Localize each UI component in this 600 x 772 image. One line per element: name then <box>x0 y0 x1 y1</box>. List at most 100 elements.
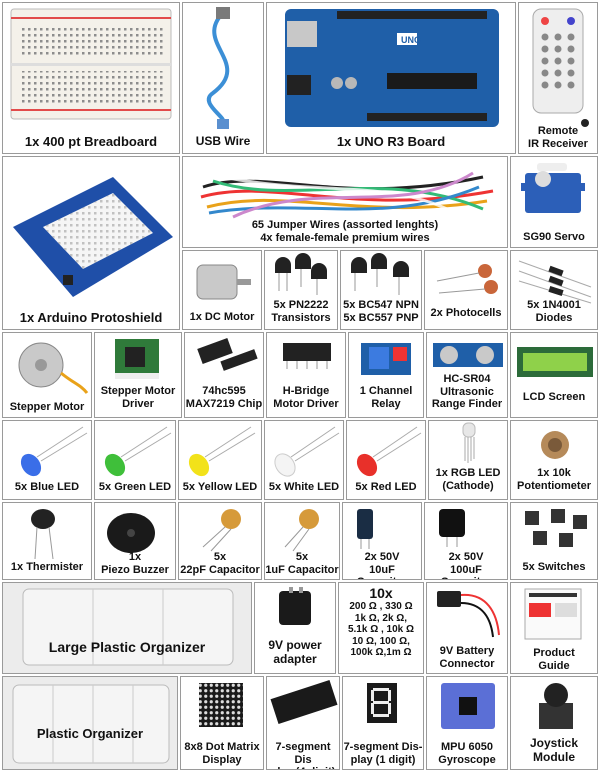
pn2222-cell: 5x PN2222 Transistors <box>264 250 338 330</box>
uno-chip-text: UNO <box>401 35 421 45</box>
cap-22pf-cell: 5x 22pF Capacitor <box>178 502 262 580</box>
thermister-image <box>31 509 55 560</box>
jumper-wires-cell: 65 Jumper Wires (assorted lenghts) 4x fe… <box>182 156 508 248</box>
potentiometer-label: 1x 10k Potentiometer <box>517 467 591 492</box>
large-organizer-label: Large Plastic Organizer <box>48 639 206 655</box>
photocells-label: 2x Photocells <box>430 307 502 319</box>
stepper-motor-cell: Stepper Motor <box>2 332 92 418</box>
breadboard-image <box>10 8 172 120</box>
bc547-cell: 5x BC547 NPN 5x BC557 PNP <box>340 250 422 330</box>
bc547-label: 5x BC547 NPN 5x BC557 PNP <box>343 299 419 324</box>
resistors-count: 10x <box>369 585 393 601</box>
pn2222-image <box>275 253 327 295</box>
cap-10uf-image <box>357 509 373 549</box>
red-led-label: 5x Red LED <box>355 481 417 493</box>
product-guide-image <box>524 588 582 640</box>
piezo-cell: 1x Piezo Buzzer <box>94 502 176 580</box>
breadboard-label: 1x 400 pt Breadboard <box>24 134 158 149</box>
stepper-driver-cell: Stepper Motor Driver <box>94 332 182 418</box>
plastic-organizer-label: Plastic Organizer <box>36 726 144 741</box>
lcd-cell: LCD Screen <box>510 332 598 418</box>
piezo-image <box>107 513 155 553</box>
yellow-led-cell: 5x Yellow LED <box>178 420 262 500</box>
large-organizer-image <box>22 588 234 666</box>
rgb-led-label: 1x RGB LED (Cathode) <box>435 467 501 492</box>
photocells-cell: 2x Photocells <box>424 250 508 330</box>
ultrasonic-cell: HC-SR04 Ultrasonic Range Finder <box>426 332 508 418</box>
product-guide-label: Product Guide <box>533 647 575 672</box>
servo-label: SG90 Servo <box>523 231 585 243</box>
switches-image <box>525 509 587 547</box>
servo-image <box>521 163 585 213</box>
diodes-image <box>518 260 592 304</box>
green-led-image <box>104 426 172 477</box>
uno-board-label: 1x UNO R3 Board <box>336 134 446 149</box>
relay-label: 1 Channel Relay <box>359 385 413 410</box>
remote-label: Remote IR Receiver <box>528 125 588 150</box>
joystick-cell: Joystick Module <box>510 676 598 770</box>
stepper-motor-label: Stepper Motor <box>9 401 85 413</box>
cap-1uf-count: 5x <box>295 551 309 563</box>
dc-motor-cell: 1x DC Motor <box>182 250 262 330</box>
protoshield-label: 1x Arduino Protoshield <box>19 310 163 325</box>
potentiometer-cell: 1x 10k Potentiometer <box>510 420 598 500</box>
seg1-image <box>367 683 397 723</box>
jumper-wires-label: 65 Jumper Wires (assorted lenghts) 4x fe… <box>251 219 439 244</box>
plastic-organizer-cell: Plastic Organizer <box>2 676 178 770</box>
lcd-label: LCD Screen <box>522 391 586 403</box>
blue-led-cell: 5x Blue LED <box>2 420 92 500</box>
jumper-wires-image <box>200 171 494 219</box>
photocells-image <box>436 264 498 294</box>
ultrasonic-label: HC-SR04 Ultrasonic Range Finder <box>431 373 503 411</box>
hbridge-image <box>283 343 331 369</box>
piezo-count: 1x <box>128 551 142 563</box>
cap-1uf-label: 1uF Capacitor <box>265 564 339 576</box>
resistors-cell: 10x 200 Ω , 330 Ω 1k Ω, 2k Ω, 5.1k Ω , 1… <box>338 582 424 674</box>
thermister-cell: 1x Thermister <box>2 502 92 580</box>
cap-100uf-label: 2x 50V 100uF Capacitor <box>441 551 492 579</box>
seg1-label: 7-segment Dis- play (1 digit) <box>343 741 423 766</box>
switches-label: 5x Switches <box>522 561 586 573</box>
remote-cell: Remote IR Receiver <box>518 2 598 154</box>
rgb-led-image <box>462 422 476 463</box>
yellow-led-label: 5x Yellow LED <box>182 481 258 493</box>
battery-connector-cell: 9V Battery Connector <box>426 582 508 674</box>
seg1-cell: 7-segment Dis- play (1 digit) <box>342 676 424 770</box>
potentiometer-image <box>541 431 569 459</box>
blue-led-image <box>20 426 88 477</box>
mpu6050-label: MPU 6050 Gyroscope <box>438 741 496 766</box>
cap-1uf-image <box>284 509 319 552</box>
dot-matrix-cell: 8x8 Dot Matrix Display <box>180 676 264 770</box>
seg4-image <box>270 680 338 724</box>
hbridge-cell: H-Bridge Motor Driver <box>266 332 346 418</box>
cap-100uf-image <box>439 509 465 547</box>
shift-register-cell: 74hc595 MAX7219 Chip <box>184 332 264 418</box>
blue-led-label: 5x Blue LED <box>14 481 80 493</box>
protoshield-image <box>13 177 173 297</box>
joystick-label: Joystick Module <box>529 736 579 764</box>
diodes-label: 5x 1N4001 Diodes <box>527 299 581 324</box>
uno-board-image <box>285 9 499 127</box>
usb-wire-cell: USB Wire <box>182 2 264 154</box>
power-adapter-image <box>279 587 311 625</box>
stepper-driver-image <box>115 339 159 379</box>
power-adapter-label: 9V power adapter <box>268 638 322 666</box>
dot-matrix-label: 8x8 Dot Matrix Display <box>184 741 260 766</box>
stepper-driver-label: Stepper Motor Driver <box>100 385 176 410</box>
power-adapter-cell: 9V power adapter <box>254 582 336 674</box>
uno-board-cell: UNO 1x UNO R3 Board <box>266 2 516 154</box>
white-led-cell: 5x White LED <box>264 420 344 500</box>
resistors-label: 200 Ω , 330 Ω 1k Ω, 2k Ω, 5.1k Ω , 10k Ω… <box>347 601 415 658</box>
battery-connector-image <box>437 591 500 638</box>
breadboard-cell: 1x 400 pt Breadboard <box>2 2 180 154</box>
plastic-organizer-image <box>12 684 170 764</box>
cap-22pf-count: 5x <box>213 551 227 563</box>
lcd-image <box>517 347 593 377</box>
white-led-image <box>274 426 340 477</box>
dot-matrix-image <box>199 683 243 727</box>
green-led-label: 5x Green LED <box>98 481 172 493</box>
yellow-led-image <box>188 426 256 477</box>
dc-motor-label: 1x DC Motor <box>189 311 255 323</box>
protoshield-cell: 1x Arduino Protoshield <box>2 156 180 330</box>
switches-cell: 5x Switches <box>510 502 598 580</box>
